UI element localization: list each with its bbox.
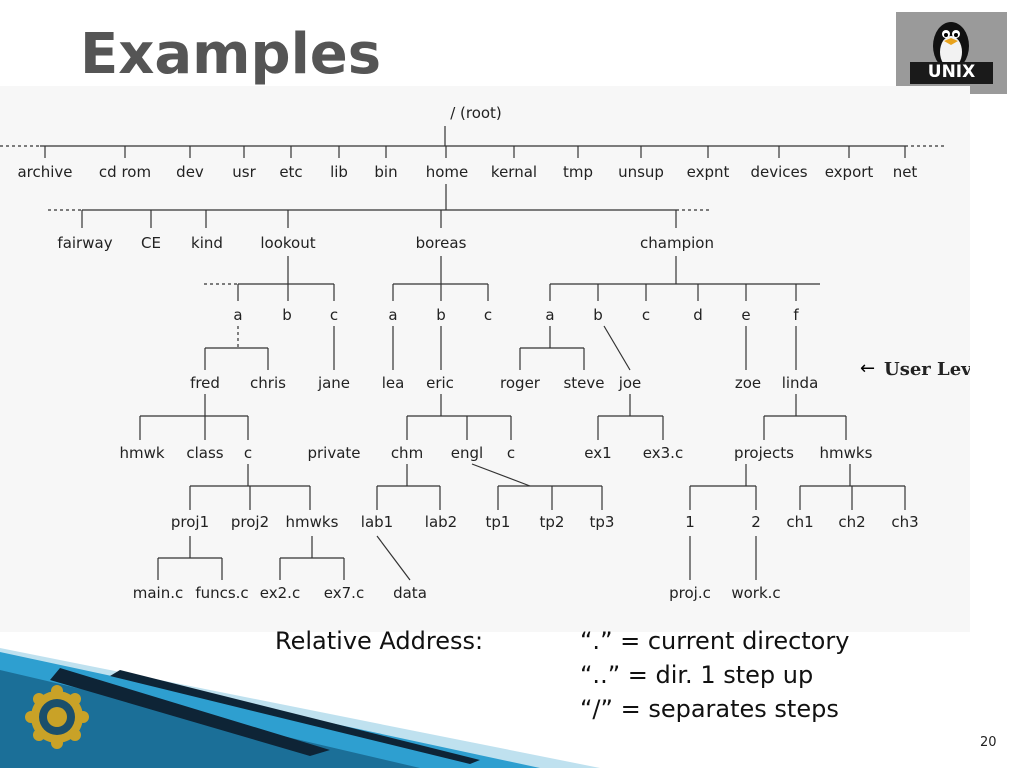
tree-node: kind <box>191 234 223 252</box>
tree-node: class <box>186 444 223 462</box>
tree-node: home <box>426 163 469 181</box>
tree-node: hmwks <box>820 444 873 462</box>
tree-node: c <box>507 444 515 462</box>
tree-node: roger <box>500 374 541 392</box>
tree-node: c <box>330 306 338 324</box>
tree-node: ex2.c <box>260 584 300 602</box>
tree-node: c <box>244 444 252 462</box>
tree-node: lea <box>382 374 405 392</box>
tree-node: lab1 <box>361 513 393 531</box>
tree-node: lookout <box>260 234 315 252</box>
tree-node: fairway <box>57 234 112 252</box>
tree-node: main.c <box>133 584 184 602</box>
tree-node: tp2 <box>540 513 565 531</box>
tree-node: export <box>825 163 874 181</box>
tree-node: a <box>545 306 554 324</box>
logo-text: UNIX <box>927 62 976 82</box>
tree-node: hmwk <box>119 444 164 462</box>
tree-node: 1 <box>685 513 695 531</box>
tree-node: archive <box>17 163 72 181</box>
tree-node: lib <box>330 163 348 181</box>
tree-node: ch3 <box>891 513 918 531</box>
tree-node: jane <box>317 374 350 392</box>
tree-node: b <box>593 306 603 324</box>
tree-node: a <box>388 306 397 324</box>
user-level-marker: ← User Level <box>860 358 970 380</box>
tree-node: projects <box>734 444 794 462</box>
tree-node: usr <box>232 163 256 181</box>
tree-node: ch2 <box>838 513 865 531</box>
tree-node: a <box>233 306 242 324</box>
tree-node: c <box>642 306 650 324</box>
penguin-icon <box>910 22 993 84</box>
relative-address-label: Relative Address: <box>275 627 484 655</box>
tree-node: boreas <box>416 234 467 252</box>
tree-node: data <box>393 584 427 602</box>
tree-node: CE <box>141 234 161 252</box>
legend-parent-dir: “..” = dir. 1 step up <box>580 661 814 689</box>
tree-node: f <box>793 306 799 324</box>
slide-title: Examples <box>80 22 382 87</box>
tree-node: funcs.c <box>195 584 248 602</box>
tree-node: kernal <box>491 163 537 181</box>
tree-node: unsup <box>618 163 664 181</box>
tree-node: dev <box>176 163 204 181</box>
tree-node: proj.c <box>669 584 711 602</box>
left-arrow-icon: ← <box>860 358 875 379</box>
user-level-label: User Level <box>884 359 970 380</box>
tree-node: ch1 <box>786 513 813 531</box>
tree-node: etc <box>279 163 302 181</box>
tree-node: steve <box>563 374 604 392</box>
unix-logo: UNIX <box>896 12 1007 94</box>
tree-node: e <box>741 306 750 324</box>
tree-node-root: / (root) <box>450 104 502 122</box>
tree-node: b <box>282 306 292 324</box>
tree-node: chris <box>250 374 286 392</box>
tree-node: tp1 <box>486 513 511 531</box>
tree-node: ex1 <box>584 444 611 462</box>
tree-node: proj1 <box>171 513 209 531</box>
tree-node: tmp <box>563 163 593 181</box>
tree-node: eric <box>426 374 454 392</box>
directory-tree: / (root) archive cd rom dev usr etc lib … <box>0 104 970 602</box>
tree-node: private <box>307 444 360 462</box>
tree-node: hmwks <box>286 513 339 531</box>
tree-node: d <box>693 306 703 324</box>
footer-decoration <box>0 648 600 768</box>
tree-node: work.c <box>731 584 780 602</box>
legend-current-dir: “.” = current directory <box>580 627 850 655</box>
tree-node: zoe <box>735 374 761 392</box>
tree-node: engl <box>451 444 483 462</box>
tree-node: champion <box>640 234 714 252</box>
tree-node: b <box>436 306 446 324</box>
page-number: 20 <box>980 735 997 750</box>
tree-node: ex3.c <box>643 444 683 462</box>
tree-node: linda <box>782 374 819 392</box>
tree-node: proj2 <box>231 513 269 531</box>
tree-nodes: / (root) archive cd rom dev usr etc lib … <box>17 104 918 602</box>
university-emblem-icon <box>25 685 89 749</box>
tree-node: ex7.c <box>324 584 364 602</box>
tree-node: expnt <box>687 163 730 181</box>
tree-node: net <box>893 163 918 181</box>
tree-node: tp3 <box>590 513 615 531</box>
tree-node: bin <box>374 163 397 181</box>
tree-edges <box>0 126 945 581</box>
tree-node: devices <box>750 163 807 181</box>
legend-separator: “/” = separates steps <box>580 695 839 723</box>
directory-tree-panel: / (root) archive cd rom dev usr etc lib … <box>0 86 970 632</box>
tree-node: chm <box>391 444 423 462</box>
tree-node: 2 <box>751 513 761 531</box>
tree-node: joe <box>618 374 642 392</box>
tree-node: cd rom <box>99 163 151 181</box>
tree-node: fred <box>190 374 220 392</box>
tree-node: c <box>484 306 492 324</box>
tree-node: lab2 <box>425 513 457 531</box>
